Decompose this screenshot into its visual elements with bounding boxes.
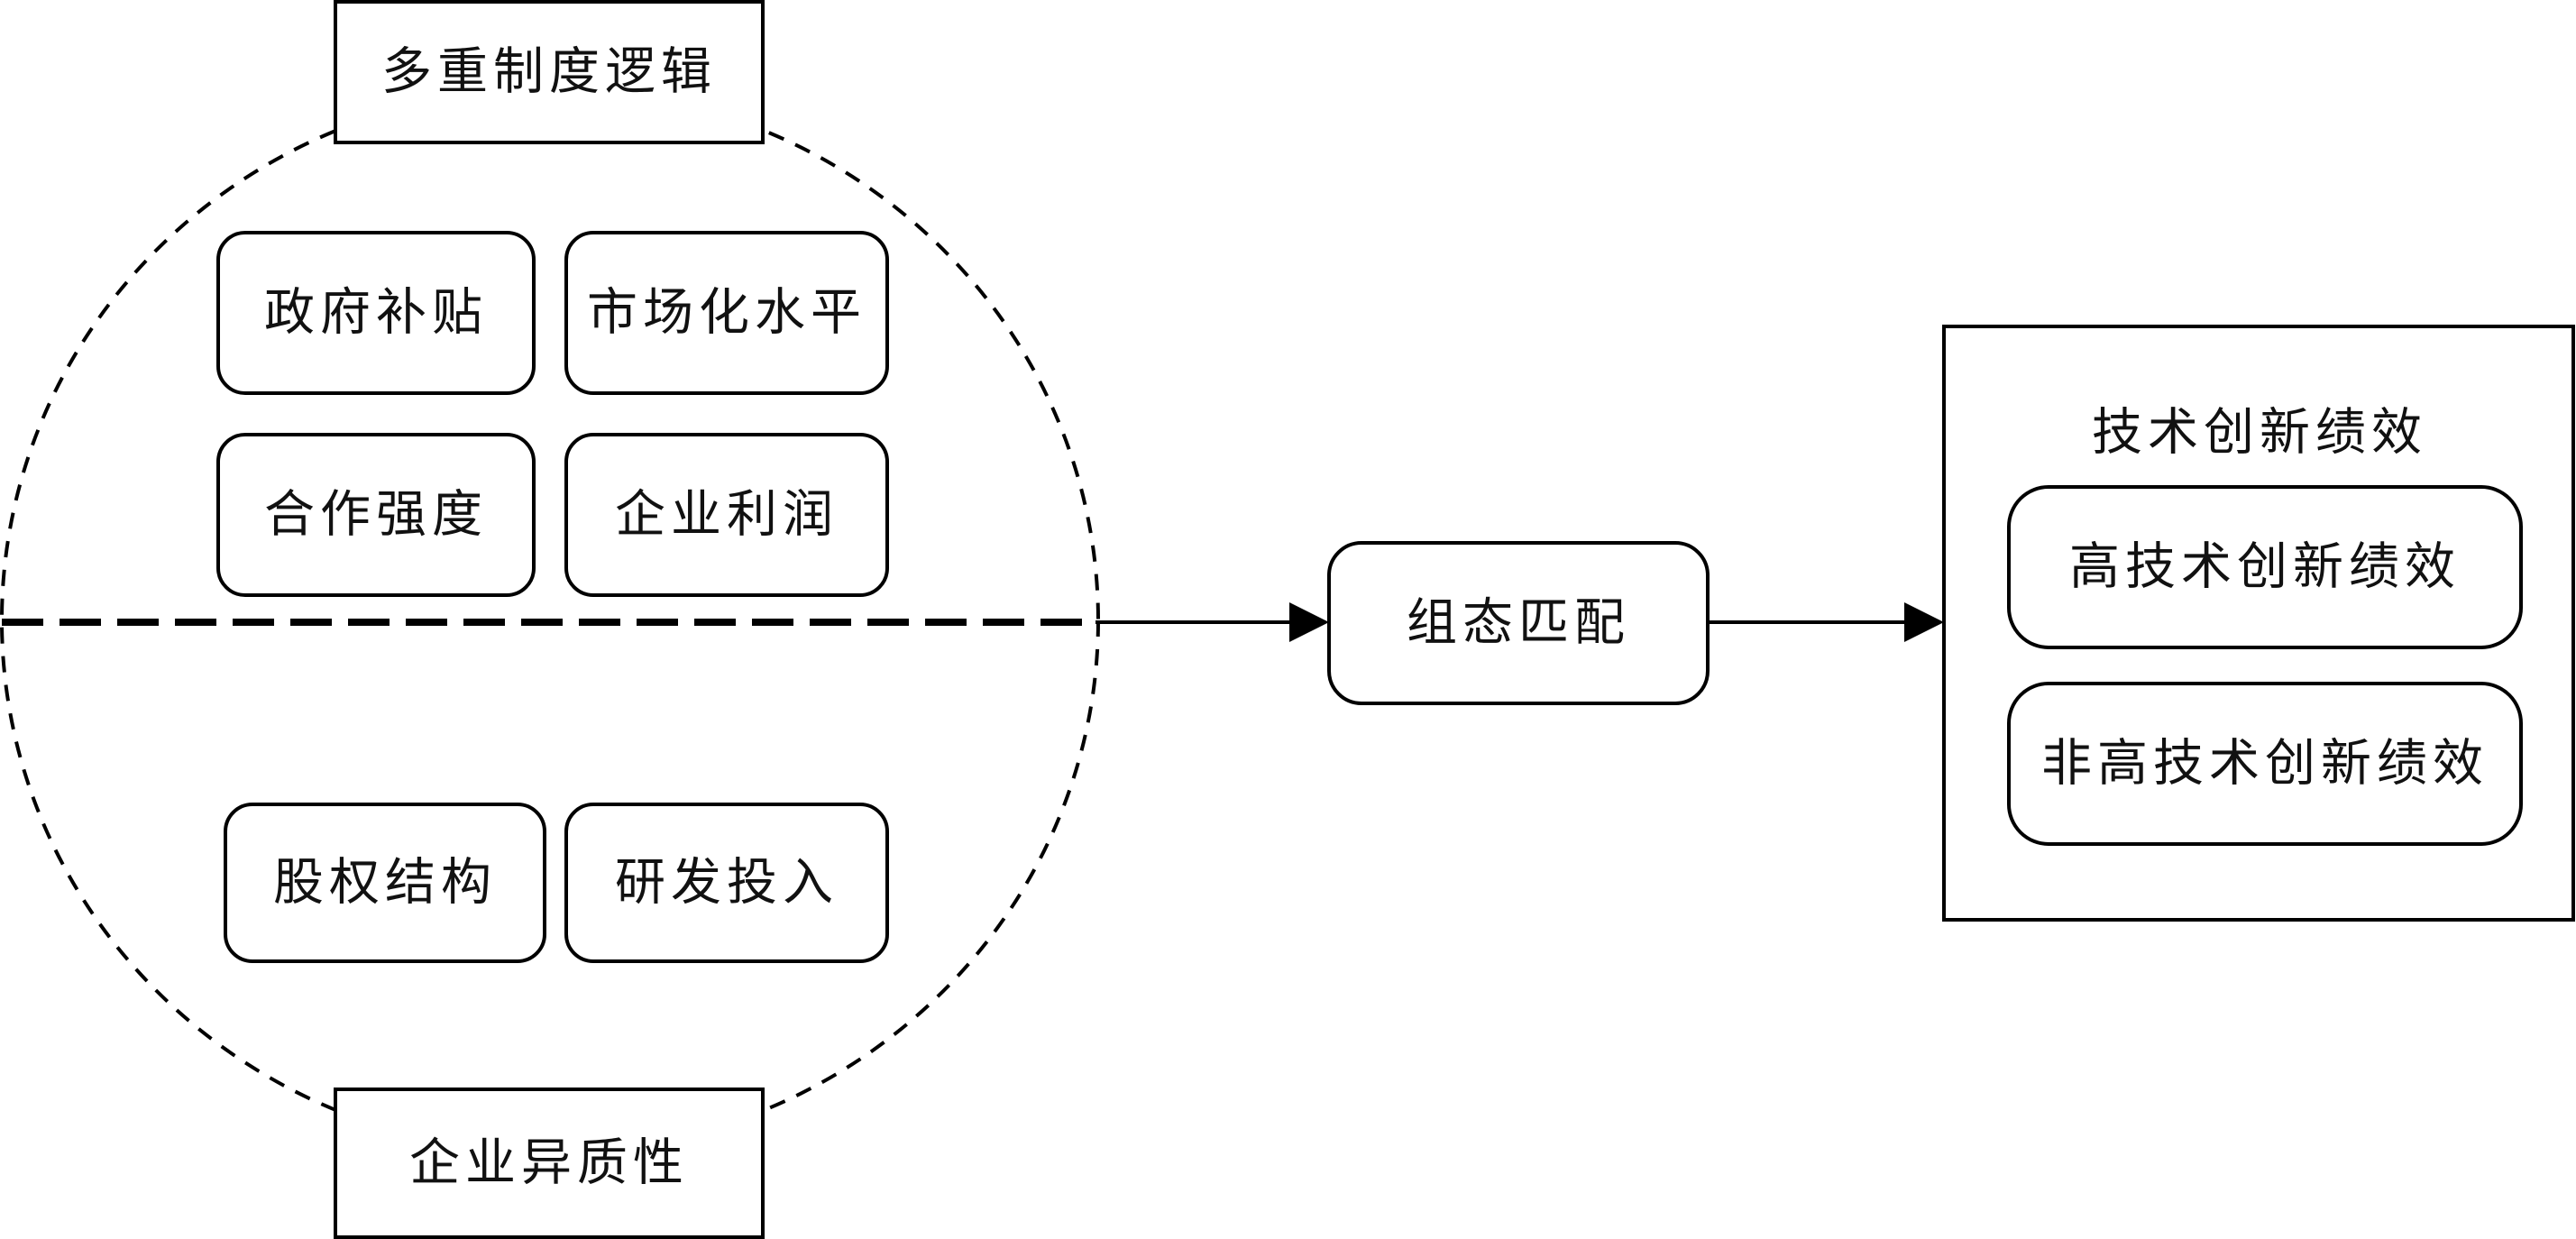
- bottom-label-box: 企业异质性: [334, 1088, 765, 1239]
- factor-label: 市场化水平: [587, 284, 866, 343]
- outcome-label: 非高技术创新绩效: [2041, 735, 2489, 794]
- outcome-label: 高技术创新绩效: [2069, 538, 2461, 597]
- arrow-head-to-middle: [1289, 602, 1329, 642]
- outcome-pill-non-high-performance: 非高技术创新绩效: [2007, 682, 2523, 846]
- factor-box-corporate-profit: 企业利润: [564, 433, 889, 597]
- top-label-box: 多重制度逻辑: [334, 0, 765, 144]
- factor-label: 企业利润: [615, 486, 839, 545]
- outcome-title: 技术创新绩效: [2092, 404, 2427, 463]
- middle-node-label: 组态匹配: [1407, 594, 1630, 653]
- factor-label: 股权结构: [273, 854, 497, 913]
- factor-box-rd-investment: 研发投入: [564, 803, 889, 963]
- bottom-label-text: 企业异质性: [409, 1134, 689, 1193]
- outcome-pill-high-performance: 高技术创新绩效: [2007, 485, 2523, 649]
- top-label-text: 多重制度逻辑: [381, 43, 717, 102]
- factor-box-marketization-level: 市场化水平: [564, 231, 889, 395]
- arrow-head-to-outcome: [1904, 602, 1944, 642]
- factor-box-government-subsidy: 政府补贴: [216, 231, 536, 395]
- factor-label: 政府补贴: [264, 284, 488, 343]
- factor-box-cooperation-intensity: 合作强度: [216, 433, 536, 597]
- factor-box-equity-structure: 股权结构: [224, 803, 546, 963]
- factor-label: 研发投入: [615, 854, 839, 913]
- factor-label: 合作强度: [264, 486, 488, 545]
- configuration-match-node: 组态匹配: [1327, 541, 1710, 705]
